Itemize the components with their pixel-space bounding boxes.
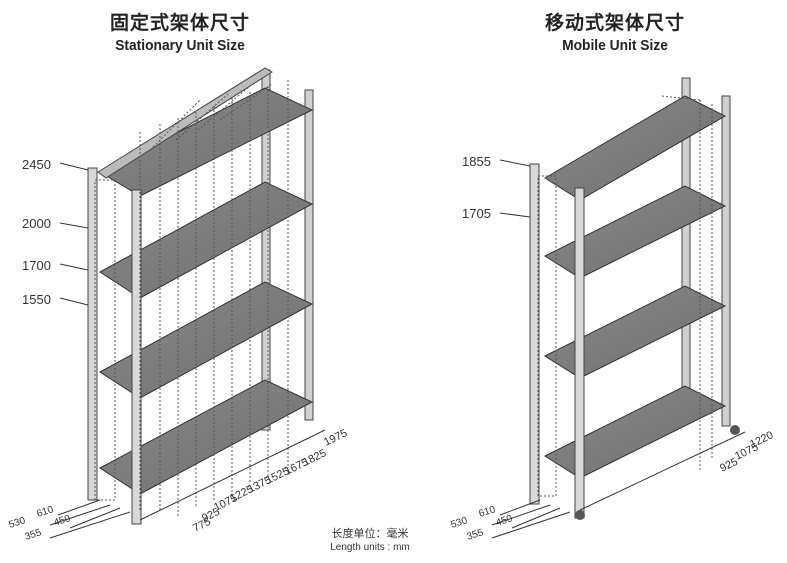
mobile-depth-guides [491, 431, 746, 539]
stationary-title-cn: 固定式架体尺寸 [109, 12, 250, 34]
mobile-width-label: 1075 [733, 441, 760, 463]
stationary-title-en: Stationary Unit Size [115, 37, 245, 54]
mobile-title-en: Mobile Unit Size [562, 37, 668, 54]
stationary-height-label: 1700 [22, 258, 51, 273]
stationary-depth-label: 610 [36, 504, 56, 520]
stationary-back-post-right [304, 89, 314, 421]
stationary-shelf-2 [99, 181, 314, 299]
stationary-front-post-right [131, 189, 142, 525]
stationary-depth-guides [49, 499, 131, 539]
stationary-top-rail [97, 67, 273, 179]
length-units-note: 长度单位：毫米 Length units : mm [310, 527, 430, 555]
mobile-depth-label: 355 [466, 527, 486, 543]
mobile-height-label: 1855 [462, 154, 491, 169]
mobile-title-cn: 移动式架体尺寸 [544, 12, 685, 34]
mobile-title: 移动式架体尺寸 Mobile Unit Size [525, 8, 705, 54]
stationary-width-leaders [139, 429, 326, 521]
mobile-shelf-3 [543, 285, 727, 379]
mobile-shelf-2 [543, 185, 727, 279]
mobile-shelf-top [544, 95, 727, 201]
mobile-back-post-right [721, 95, 731, 427]
stationary-width-guides [94, 80, 289, 518]
stationary-depth-label: 450 [53, 513, 73, 529]
mobile-front-post-right [574, 187, 585, 519]
mobile-caster-back [730, 425, 740, 435]
mobile-depth-label: 530 [450, 515, 470, 531]
length-units-en: Length units : mm [330, 542, 410, 553]
mobile-height-leaders [499, 159, 531, 218]
stationary-height-label: 1550 [22, 292, 51, 307]
stationary-shelf-unit [49, 67, 326, 539]
mobile-depth-label: 610 [478, 504, 498, 520]
mobile-front-post-left [529, 163, 540, 505]
stationary-depth-label: 530 [8, 515, 28, 531]
length-units-cn: 长度单位：毫米 [331, 527, 409, 540]
mobile-width-guides [537, 95, 713, 497]
mobile-shelf-bottom [543, 385, 727, 479]
stationary-height-leaders [59, 162, 89, 306]
mobile-height-label: 1705 [462, 206, 491, 221]
mobile-depth-label: 450 [495, 513, 515, 529]
stationary-shelf-3 [99, 281, 314, 399]
stationary-title: 固定式架体尺寸 Stationary Unit Size [80, 8, 280, 54]
stationary-front-post-left [87, 167, 98, 501]
mobile-shelf-unit [491, 77, 746, 539]
stationary-depth-label: 355 [24, 527, 44, 543]
stationary-height-label: 2000 [22, 216, 51, 231]
stationary-width-label: 1975 [322, 427, 349, 449]
stationary-shelf-top [98, 87, 314, 197]
stationary-shelf-bottom [99, 379, 314, 495]
mobile-caster-front [575, 510, 585, 520]
stationary-height-label: 2450 [22, 157, 51, 172]
